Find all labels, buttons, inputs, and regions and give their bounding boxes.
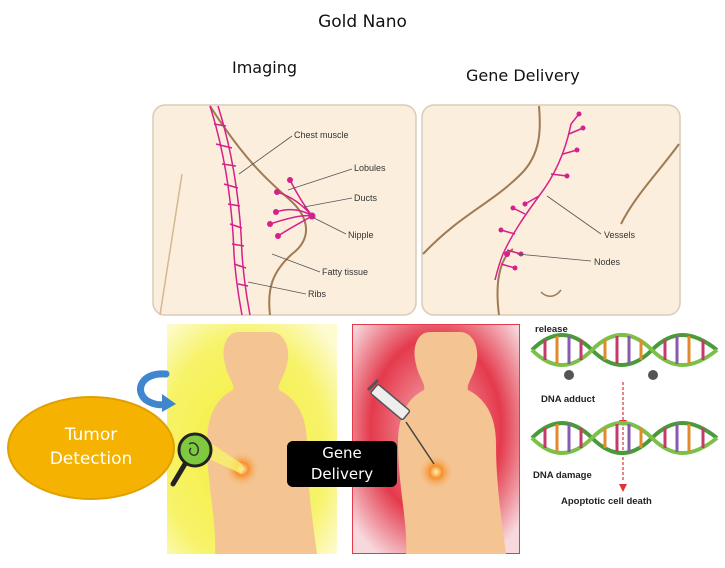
label-dna-damage: DNA damage bbox=[533, 470, 592, 481]
label-dna-adduct: DNA adduct bbox=[541, 394, 596, 405]
delivery-hotspot bbox=[418, 454, 454, 490]
label-release: release bbox=[535, 324, 568, 335]
tumor-detection-oval bbox=[7, 396, 175, 500]
figure-title: Gold Nano bbox=[318, 12, 407, 32]
dna-damage-panel: release DNA adduct DNA damage Apoptotic … bbox=[530, 324, 719, 507]
tumor-detection-label: Tumor Detection bbox=[49, 425, 133, 469]
label-chest-muscle: Chest muscle bbox=[294, 130, 349, 140]
imaging-heading: Imaging bbox=[232, 58, 298, 77]
curved-arrow-icon bbox=[137, 370, 176, 412]
imaging-body-panel bbox=[167, 324, 337, 554]
label-nodes: Nodes bbox=[594, 257, 621, 267]
label-ducts: Ducts bbox=[354, 193, 378, 203]
gene-delivery-label: Gene Delivery bbox=[287, 441, 397, 487]
lymph-anatomy-panel: Vessels Nodes bbox=[421, 104, 681, 316]
label-vessels: Vessels bbox=[604, 230, 636, 240]
label-nipple: Nipple bbox=[348, 230, 374, 240]
label-ribs: Ribs bbox=[308, 289, 327, 299]
label-apoptotic-cell-death: Apoptotic cell death bbox=[561, 496, 652, 507]
dna-helix-bottom bbox=[530, 421, 719, 455]
label-fatty-tissue: Fatty tissue bbox=[322, 267, 368, 277]
dna-helix-top bbox=[530, 333, 719, 380]
label-lobules: Lobules bbox=[354, 163, 386, 173]
syringe-icon bbox=[366, 378, 435, 465]
gene-delivery-heading: Gene Delivery bbox=[466, 66, 580, 85]
magnifier-icon bbox=[177, 432, 213, 468]
delivery-body-panel bbox=[352, 324, 520, 554]
breast-anatomy-panel: Chest muscle Lobules Ducts Nipple Fatty … bbox=[152, 104, 417, 316]
